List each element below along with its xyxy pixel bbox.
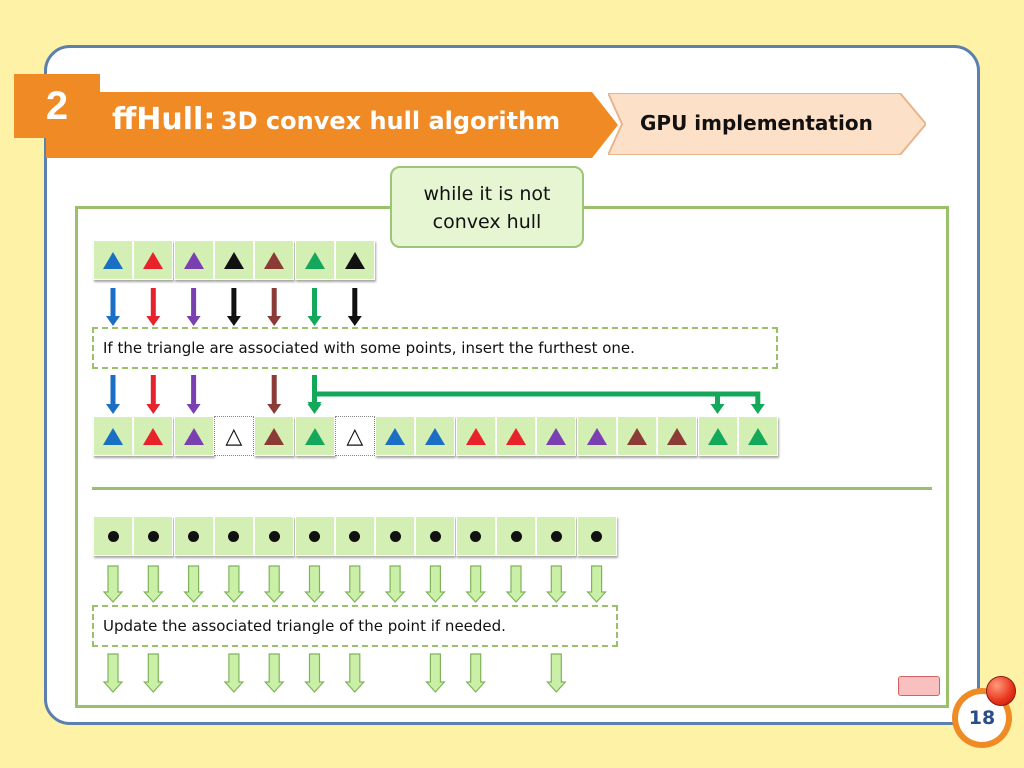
black-triangle-icon xyxy=(223,251,244,269)
point-dot-icon xyxy=(188,530,200,542)
row2-triangle-cell xyxy=(536,416,577,456)
blue-triangle-icon xyxy=(103,427,123,445)
purple-triangle-icon xyxy=(586,427,607,445)
row2-triangle-cell xyxy=(657,416,698,456)
row2-triangle-cell xyxy=(254,416,295,456)
while-note: while it is not convex hull xyxy=(390,166,584,248)
point-dot-icon xyxy=(268,530,280,542)
red-ball-icon xyxy=(986,676,1016,706)
empty-triangle-icon: △ xyxy=(346,423,364,448)
red-triangle-icon xyxy=(143,251,164,269)
title-banner xyxy=(46,92,618,158)
point-dot-icon xyxy=(228,530,240,542)
red-triangle-icon xyxy=(465,427,486,445)
subtitle-chevron xyxy=(608,93,926,155)
row1-triangle-cell xyxy=(173,240,214,280)
brown-triangle-icon xyxy=(626,427,647,445)
point-dot-icon xyxy=(510,530,522,542)
point-cell xyxy=(415,516,456,556)
brown-triangle-icon xyxy=(264,427,285,445)
scroll-icon[interactable] xyxy=(898,676,940,696)
row2-triangle-cell xyxy=(616,416,657,456)
point-dot-icon xyxy=(389,530,401,542)
point-cell xyxy=(173,516,214,556)
point-cell xyxy=(254,516,295,556)
red-triangle-icon xyxy=(143,427,164,445)
purple-triangle-icon xyxy=(183,427,204,445)
row1-triangle-cell xyxy=(213,240,254,280)
row2-triangle-cell xyxy=(133,416,174,456)
point-dot-icon xyxy=(309,530,320,542)
purple-triangle-icon xyxy=(183,251,204,269)
title-rest: 3D convex hull algorithm xyxy=(220,107,561,135)
row1-triangle-cell xyxy=(133,240,174,280)
point-dot-icon xyxy=(147,530,159,542)
section-divider xyxy=(92,487,932,490)
subtitle: GPU implementation xyxy=(640,111,873,135)
row2-triangle-cell xyxy=(455,416,496,456)
row2-triangle-cell xyxy=(173,416,214,456)
row2-triangle-cell xyxy=(737,416,778,456)
blue-triangle-icon xyxy=(425,427,446,445)
point-cell xyxy=(334,516,375,556)
row2-triangle-cell xyxy=(294,416,335,456)
point-cell xyxy=(213,516,254,556)
slide-title: ffHull: 3D convex hull algorithm xyxy=(112,102,560,137)
green-triangle-icon xyxy=(304,427,325,445)
point-cell xyxy=(294,516,335,556)
point-cell xyxy=(576,516,617,556)
point-cell xyxy=(536,516,577,556)
brown-triangle-icon xyxy=(667,427,688,445)
blue-triangle-icon xyxy=(385,427,406,445)
row1-triangle-cell xyxy=(93,240,133,280)
section-number: 2 xyxy=(14,74,100,138)
row2-triangle-cell xyxy=(496,416,536,456)
point-dot-icon xyxy=(591,530,603,542)
row2-triangle-cell xyxy=(697,416,738,456)
green-triangle-icon xyxy=(707,427,728,445)
point-dot-icon xyxy=(470,530,482,542)
row1-triangle-cell xyxy=(254,240,295,280)
instruction-update-point: Update the associated triangle of the po… xyxy=(92,605,618,647)
while-note-line-2: convex hull xyxy=(432,211,542,233)
point-dot-icon xyxy=(107,530,119,542)
while-note-line-1: while it is not xyxy=(423,183,551,205)
blue-triangle-icon xyxy=(103,251,123,269)
green-triangle-icon xyxy=(747,427,768,445)
row2-triangle-cell: △ xyxy=(213,416,254,456)
row2-triangle-cell xyxy=(375,416,416,456)
brown-triangle-icon xyxy=(264,251,285,269)
row2-triangle-cell xyxy=(576,416,617,456)
point-cell xyxy=(133,516,174,556)
row2-triangle-cell: △ xyxy=(334,416,375,456)
row1-triangle-cell xyxy=(294,240,335,280)
instruction-insert-furthest: If the triangle are associated with some… xyxy=(92,327,778,369)
black-triangle-icon xyxy=(344,251,365,269)
point-dot-icon xyxy=(429,530,441,542)
page-number: 18 xyxy=(958,694,1006,742)
title-bold: ffHull: xyxy=(112,102,216,137)
red-triangle-icon xyxy=(506,427,526,445)
point-dot-icon xyxy=(550,530,562,542)
point-cell xyxy=(93,516,133,556)
empty-triangle-icon: △ xyxy=(225,423,243,448)
purple-triangle-icon xyxy=(546,427,567,445)
row1-triangle-cell xyxy=(334,240,375,280)
row2-triangle-cell xyxy=(93,416,133,456)
point-dot-icon xyxy=(349,530,361,542)
row2-triangle-cell xyxy=(415,416,456,456)
green-triangle-icon xyxy=(304,251,325,269)
point-cell xyxy=(375,516,416,556)
point-cell xyxy=(455,516,496,556)
point-cell xyxy=(496,516,536,556)
